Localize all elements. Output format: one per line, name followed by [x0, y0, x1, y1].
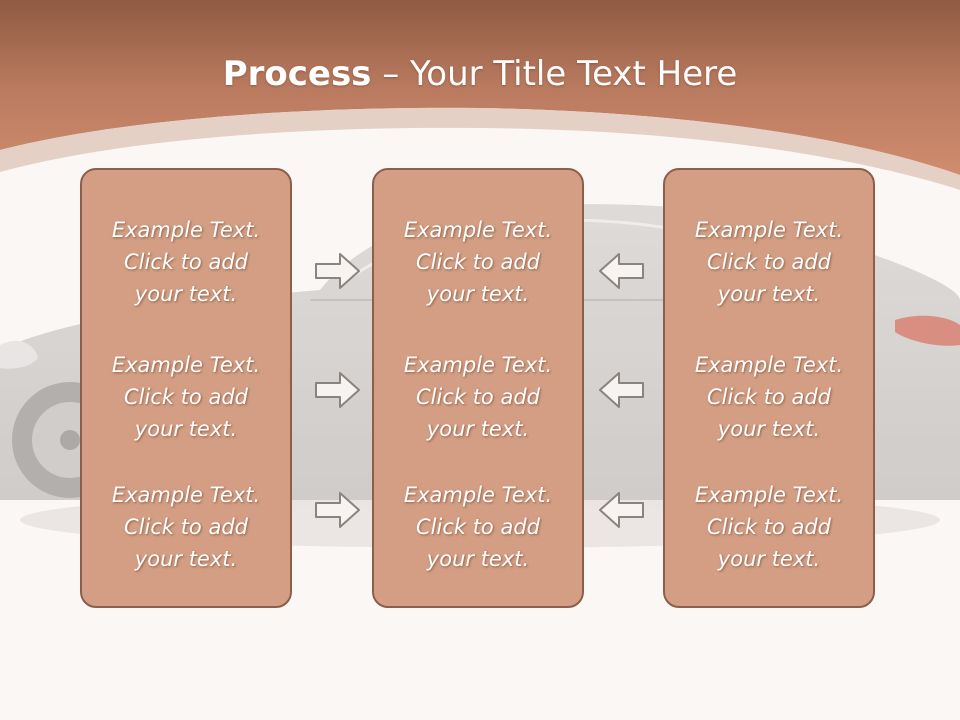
text-line: Example Text.: [403, 353, 553, 377]
text-block[interactable]: Example Text. Click to add your text.: [665, 349, 873, 445]
text-line: Click to add: [123, 250, 248, 274]
text-line: your text.: [134, 547, 238, 571]
text-line: your text.: [426, 547, 530, 571]
arrow-left-icon: [599, 492, 644, 528]
text-line: Example Text.: [111, 218, 261, 242]
text-line: Example Text.: [111, 483, 261, 507]
text-line: Click to add: [123, 515, 248, 539]
text-block[interactable]: Example Text. Click to add your text.: [665, 214, 873, 310]
text-line: your text.: [134, 282, 238, 306]
text-line: Click to add: [415, 385, 540, 409]
text-line: Example Text.: [403, 218, 553, 242]
text-line: your text.: [426, 282, 530, 306]
arrow-right-icon: [315, 492, 360, 528]
text-line: your text.: [426, 417, 530, 441]
text-line: Example Text.: [694, 218, 844, 242]
text-line: Example Text.: [111, 353, 261, 377]
arrow-right-icon: [315, 253, 360, 289]
text-line: Click to add: [415, 515, 540, 539]
arrow-left-icon: [599, 372, 644, 408]
arrow-left-icon: [599, 253, 644, 289]
text-block[interactable]: Example Text. Click to add your text.: [82, 479, 290, 575]
text-line: Example Text.: [694, 483, 844, 507]
text-line: your text.: [717, 417, 821, 441]
title-bold-text: Process: [222, 54, 372, 94]
text-block[interactable]: Example Text. Click to add your text.: [665, 479, 873, 575]
slide-title[interactable]: Process – Your Title Text Here: [0, 52, 960, 96]
text-block[interactable]: Example Text. Click to add your text.: [374, 479, 582, 575]
text-block[interactable]: Example Text. Click to add your text.: [374, 214, 582, 310]
process-box-center[interactable]: Example Text. Click to add your text. Ex…: [372, 168, 584, 608]
header-swoosh: [0, 107, 960, 190]
text-line: Click to add: [706, 250, 831, 274]
process-box-right[interactable]: Example Text. Click to add your text. Ex…: [663, 168, 875, 608]
text-line: Example Text.: [694, 353, 844, 377]
header-band: [0, 0, 960, 175]
text-line: your text.: [717, 547, 821, 571]
text-block[interactable]: Example Text. Click to add your text.: [82, 349, 290, 445]
process-box-left[interactable]: Example Text. Click to add your text. Ex…: [80, 168, 292, 608]
text-line: Click to add: [123, 385, 248, 409]
text-block[interactable]: Example Text. Click to add your text.: [374, 349, 582, 445]
text-line: your text.: [134, 417, 238, 441]
text-line: Click to add: [706, 515, 831, 539]
text-line: Click to add: [415, 250, 540, 274]
text-block[interactable]: Example Text. Click to add your text.: [82, 214, 290, 310]
text-line: Example Text.: [403, 483, 553, 507]
arrow-right-icon: [315, 372, 360, 408]
text-line: Click to add: [706, 385, 831, 409]
title-rest-text: – Your Title Text Here: [371, 54, 738, 94]
text-line: your text.: [717, 282, 821, 306]
